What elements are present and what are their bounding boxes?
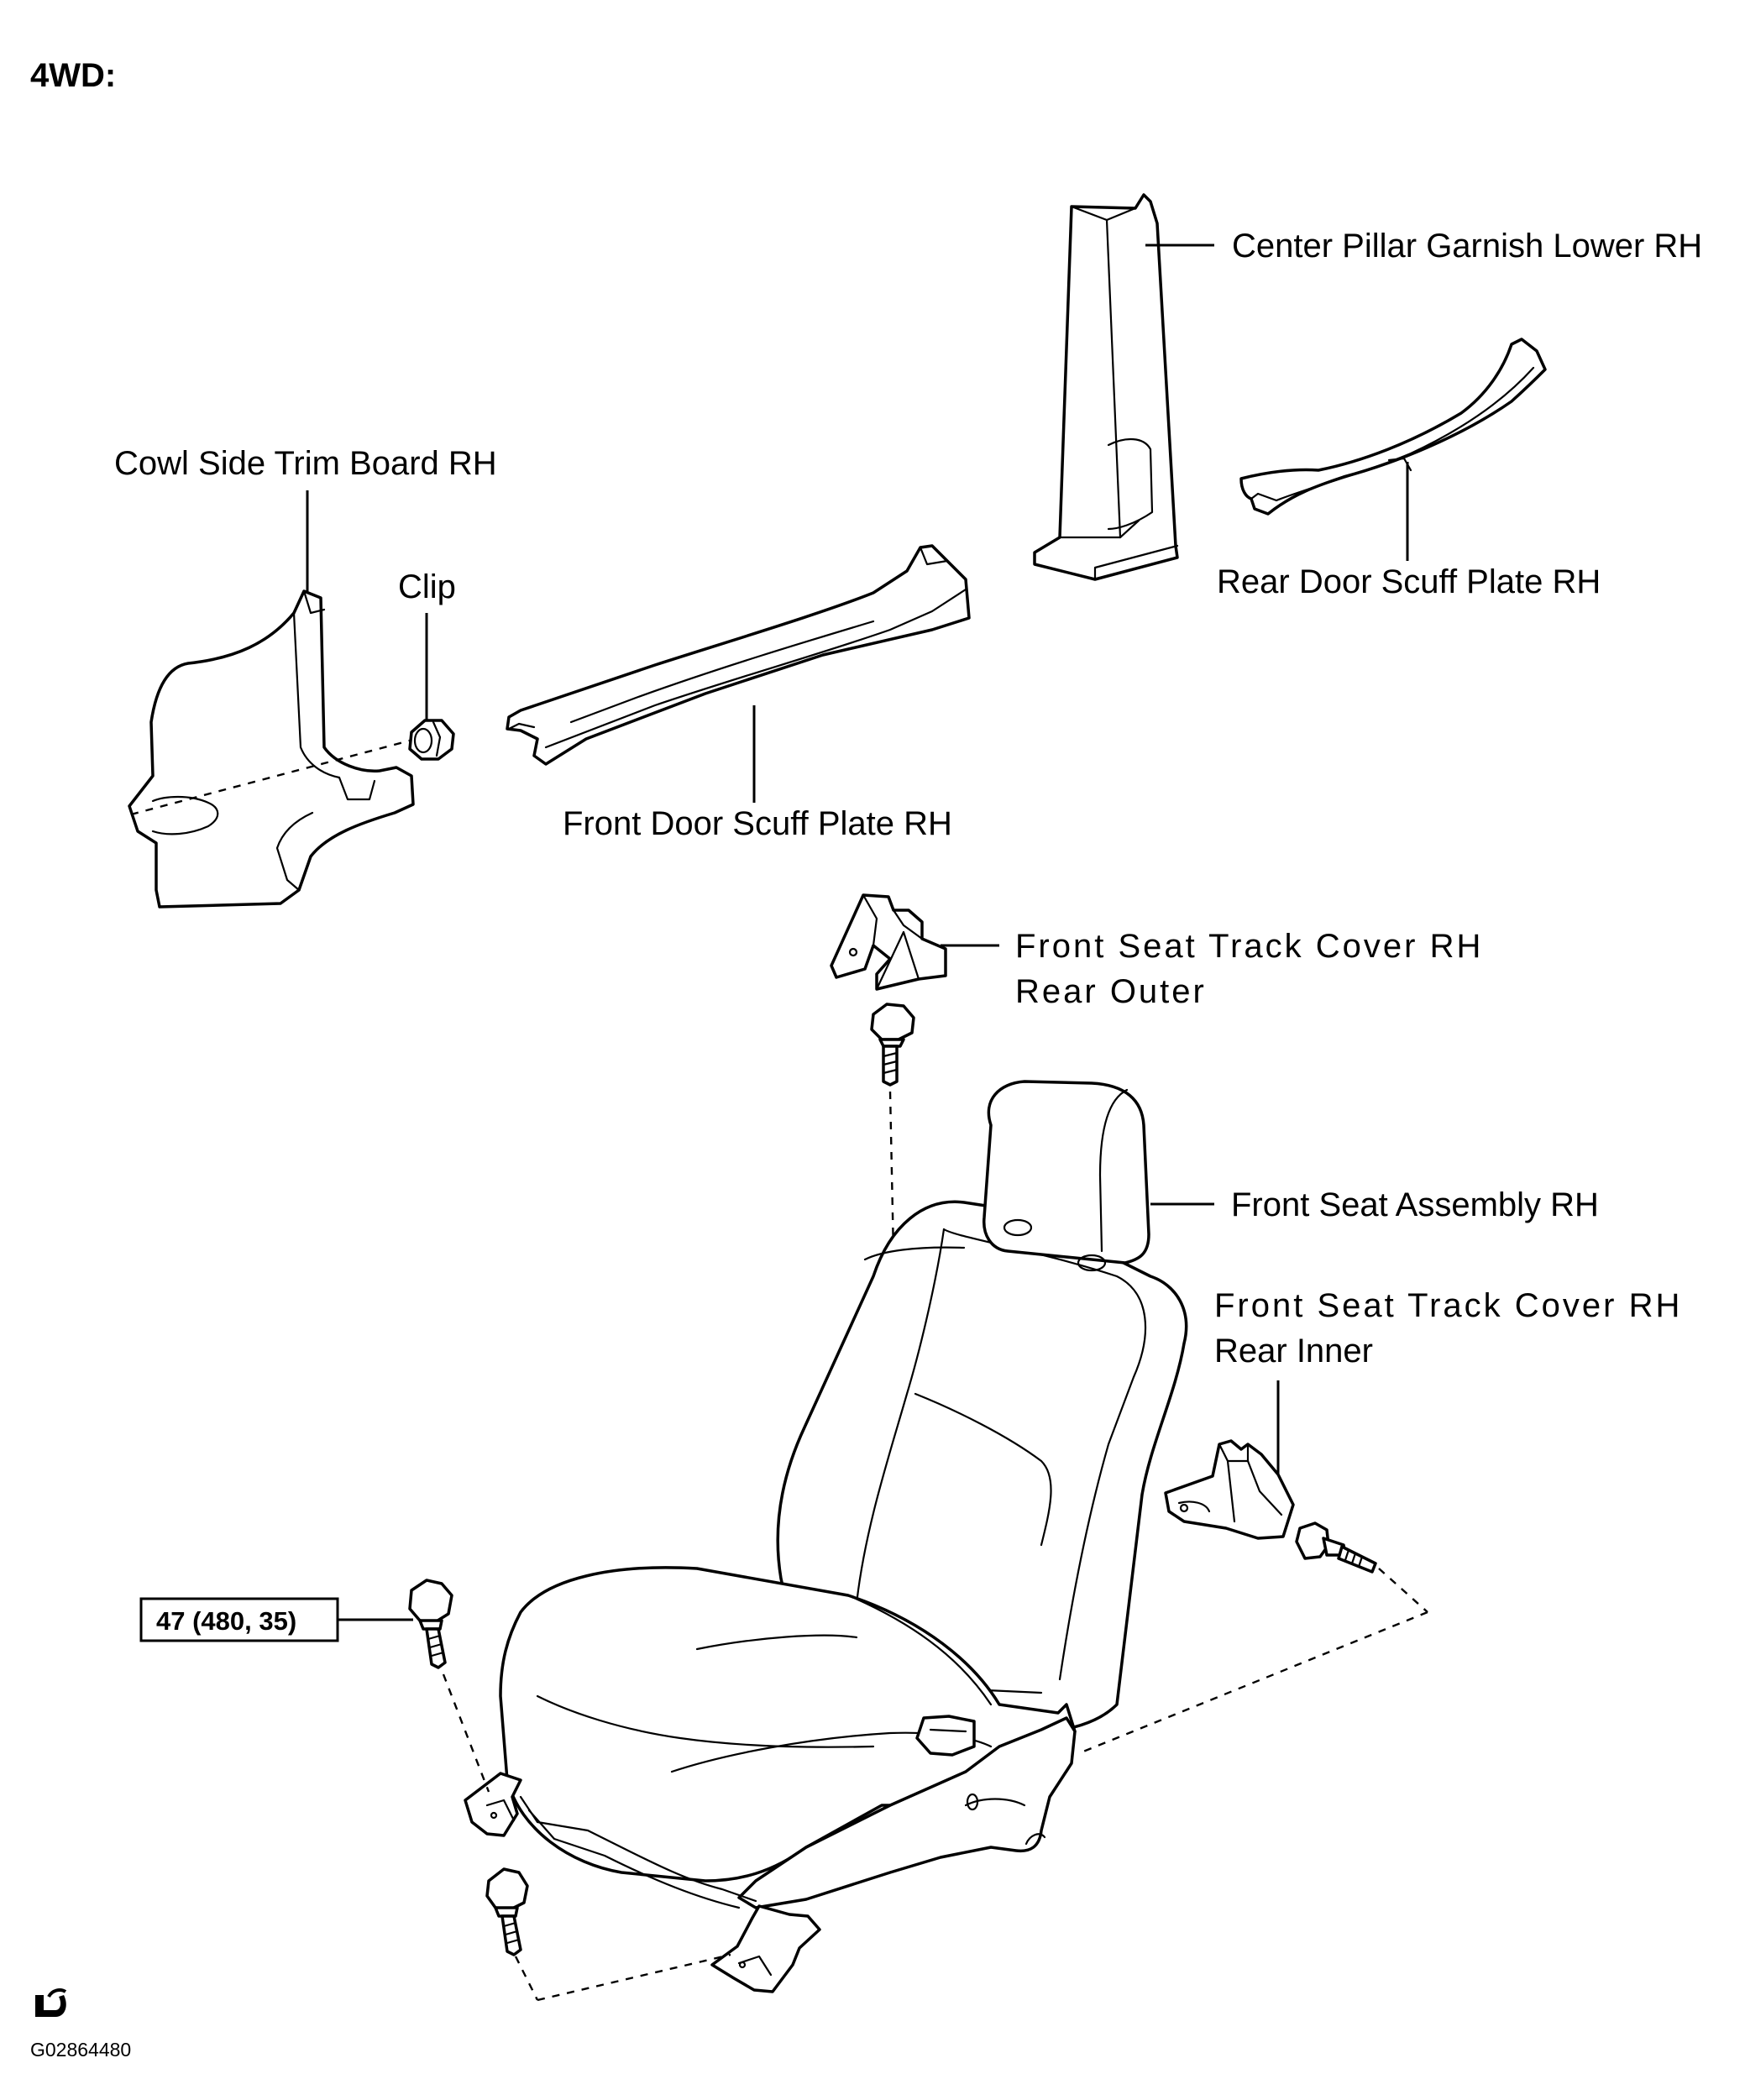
seat-assembly-label: Front Seat Assembly RH [1231, 1186, 1599, 1223]
front-bolt-dash-line [442, 1673, 490, 1793]
front-seat-assembly [464, 1080, 1188, 1993]
torque-spec-box: 47 (480, 35) [139, 1597, 339, 1642]
center-pillar-label: Center Pillar Garnish Lower RH [1232, 228, 1702, 264]
outer-bolt-dash-line [888, 1091, 895, 1255]
track-inner-label-line2: Rear Inner [1214, 1333, 1373, 1369]
bolt-seat-front-upper [408, 1579, 453, 1669]
inner-bolt-dash-line-2 [1082, 1610, 1428, 1753]
front-scuff-label: Front Door Scuff Plate RH [563, 805, 952, 842]
cowl-side-trim-board [128, 589, 415, 909]
rear-scuff-label: Rear Door Scuff Plate RH [1217, 563, 1601, 600]
reuse-symbol-icon [35, 1988, 67, 2017]
cowl-trim-label: Cowl Side Trim Board RH [114, 445, 497, 482]
track-outer-label-line1: Front Seat Track Cover RH [1015, 928, 1483, 965]
bolt-track-cover-outer [870, 1003, 915, 1087]
inner-bolt-dash-line [1378, 1568, 1428, 1613]
bolt-seat-front-lower [485, 1867, 529, 1956]
center-pillar-garnish [1033, 193, 1179, 581]
clip-label: Clip [398, 568, 456, 605]
cowl-clip-dash-line [130, 739, 411, 816]
track-outer-label-line2: Rear Outer [1015, 973, 1207, 1010]
clip-part [408, 719, 455, 761]
bolt-track-cover-inner [1295, 1521, 1377, 1574]
torque-spec-text: 47 (480, 35) [156, 1606, 296, 1636]
front-door-scuff-plate [506, 544, 971, 766]
track-cover-rear-inner [1164, 1439, 1295, 1540]
figure-id: G02864480 [30, 2039, 131, 2061]
track-inner-label-line1: Front Seat Track Cover RH [1214, 1287, 1682, 1324]
lower-bolt-dash-line [514, 1956, 539, 2001]
rear-door-scuff-plate [1239, 338, 1547, 516]
diagram-title: 4WD: [30, 57, 116, 94]
track-cover-rear-outer [830, 893, 947, 991]
lower-bolt-dash-line-2 [537, 1953, 731, 2002]
